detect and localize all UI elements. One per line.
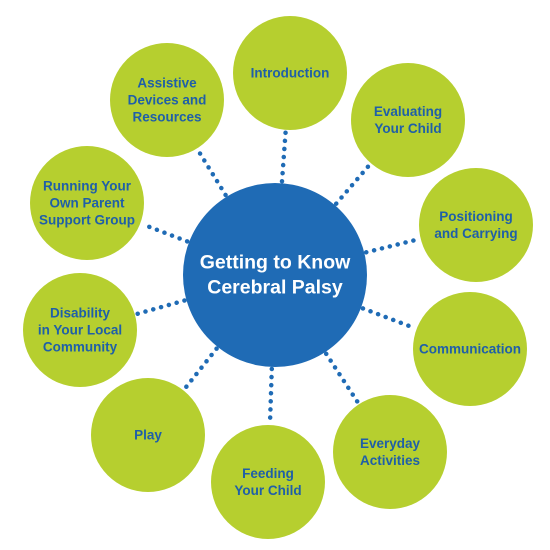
- connector-9: [139, 221, 190, 244]
- center-topic-label-line-2: Cerebral Palsy: [207, 277, 343, 299]
- connectors: [134, 129, 421, 426]
- topic-node-circle: [30, 146, 144, 260]
- connector-2: [333, 162, 372, 206]
- topic-node-circle: [211, 425, 325, 539]
- topic-node-1-label-line-1: Introduction: [251, 66, 330, 81]
- connector-10: [195, 147, 228, 198]
- topic-node-circle: [23, 273, 137, 387]
- topic-node-9-label-line-3: Support Group: [39, 213, 135, 228]
- topic-node-circle: [419, 168, 533, 282]
- center-topic-label-line-1: Getting to Know: [200, 252, 351, 274]
- connector-6: [267, 366, 275, 426]
- topic-node-8-label-line-3: Community: [43, 340, 118, 355]
- topic-node-7: Play: [91, 378, 205, 492]
- topic-node-10-label-line-3: Resources: [132, 110, 201, 125]
- connector-3: [363, 236, 421, 255]
- topic-node-2-label-line-2: Your Child: [374, 121, 441, 136]
- topic-node-6-label-line-1: Feeding: [242, 466, 294, 481]
- connector-4: [360, 306, 418, 331]
- topic-node-8-label-line-1: Disability: [50, 306, 111, 321]
- connector-5: [323, 351, 361, 405]
- topic-node-1: Introduction: [233, 16, 347, 130]
- topic-node-circle: [110, 43, 224, 157]
- connector-7: [182, 346, 219, 392]
- topic-node-circle: [233, 16, 347, 130]
- topic-node-3-label-line-1: Positioning: [439, 209, 513, 224]
- topic-node-3: Positioning and Carrying: [419, 168, 533, 282]
- topic-node-3-label-line-2: and Carrying: [434, 226, 517, 241]
- connector-8: [134, 298, 187, 317]
- topic-node-circle: [91, 378, 205, 492]
- topic-node-7-label-line-1: Play: [134, 428, 162, 443]
- topic-node-circle: [333, 395, 447, 509]
- topic-node-circle: [413, 292, 527, 406]
- topic-node-5-label-line-2: Activities: [360, 453, 420, 468]
- topic-node-8-label-line-2: in Your Local: [38, 323, 122, 338]
- topic-node-5-label-line-1: Everyday: [360, 436, 421, 451]
- topic-node-6-label-line-2: Your Child: [234, 483, 301, 498]
- topic-node-10-label-line-1: Assistive: [137, 76, 197, 91]
- topic-node-4-label-line-1: Communication: [419, 342, 521, 357]
- topic-node-9-label-line-1: Running Your: [43, 179, 132, 194]
- topic-node-circle: [351, 63, 465, 177]
- topic-node-9-label-line-2: Own Parent: [49, 196, 125, 211]
- topic-node-2-label-line-1: Evaluating: [374, 104, 442, 119]
- connector-1: [279, 129, 288, 184]
- center-topic-circle: [183, 183, 367, 367]
- topic-node-4: Communication: [413, 292, 527, 406]
- topic-node-10-label-line-2: Devices and: [128, 93, 207, 108]
